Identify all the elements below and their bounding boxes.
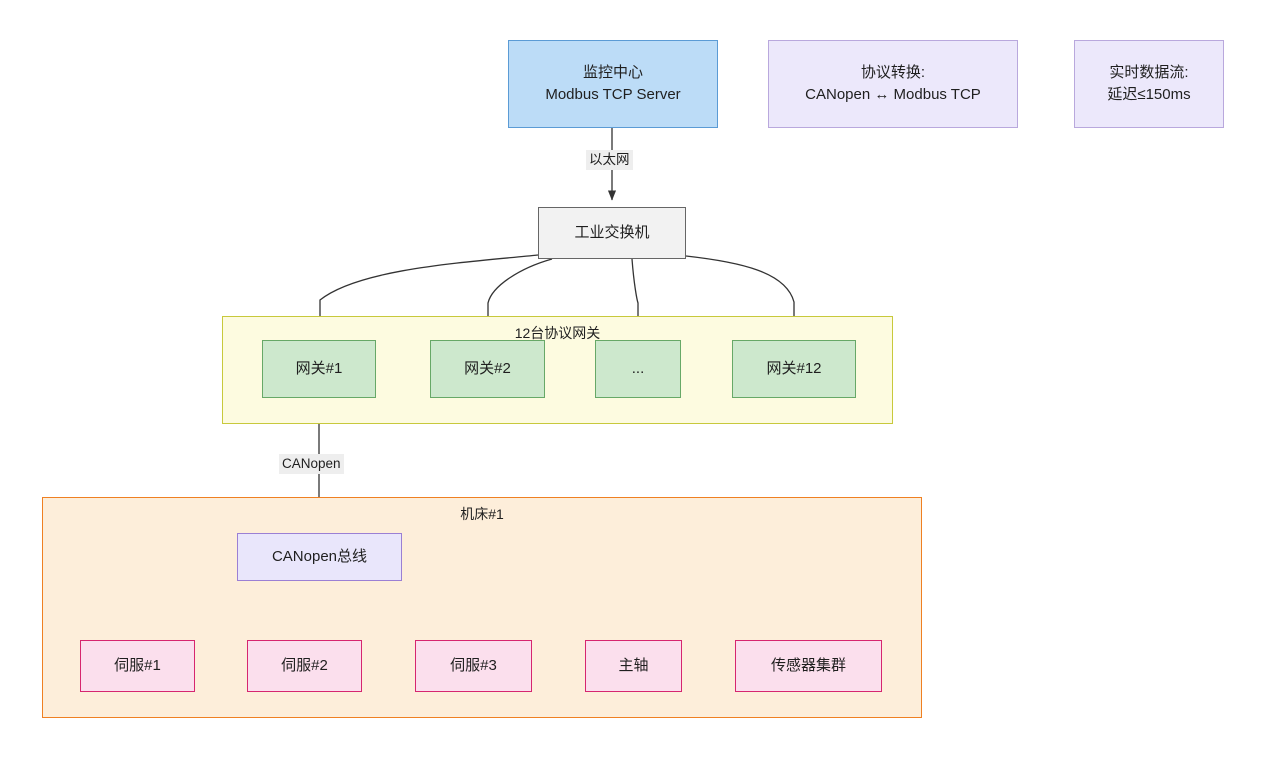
node-monitoring-center-line1: 监控中心 bbox=[582, 64, 643, 82]
node-servo-1[interactable]: 伺服#1 bbox=[80, 640, 195, 692]
node-spindle-label: 主轴 bbox=[618, 657, 649, 675]
node-canopen-bus-label: CANopen总线 bbox=[271, 548, 368, 566]
node-gateway-ellipsis-label: ... bbox=[631, 360, 645, 378]
node-canopen-bus[interactable]: CANopen总线 bbox=[237, 533, 402, 581]
node-sensor-cluster-label: 传感器集群 bbox=[770, 657, 846, 675]
node-servo-3[interactable]: 伺服#3 bbox=[415, 640, 532, 692]
node-servo-2[interactable]: 伺服#2 bbox=[247, 640, 362, 692]
node-gateway-1-label: 网关#1 bbox=[295, 360, 343, 378]
node-spindle[interactable]: 主轴 bbox=[585, 640, 682, 692]
node-gateway-2[interactable]: 网关#2 bbox=[430, 340, 545, 398]
node-sensor-cluster[interactable]: 传感器集群 bbox=[735, 640, 882, 692]
node-gateway-ellipsis[interactable]: ... bbox=[595, 340, 681, 398]
node-gateway-1[interactable]: 网关#1 bbox=[262, 340, 376, 398]
node-monitoring-center[interactable]: 监控中心 Modbus TCP Server bbox=[508, 40, 718, 128]
group-machine-tool-title: 机床#1 bbox=[460, 506, 504, 522]
note-realtime-dataflow-line2: 延迟≤150ms bbox=[1107, 86, 1191, 103]
edge-label-ethernet: 以太网 bbox=[586, 150, 633, 170]
note-realtime-dataflow-line1: 实时数据流: bbox=[1109, 64, 1189, 82]
node-gateway-12[interactable]: 网关#12 bbox=[732, 340, 856, 398]
node-gateway-2-label: 网关#2 bbox=[464, 360, 511, 378]
node-servo-2-label: 伺服#2 bbox=[281, 657, 328, 675]
node-servo-3-label: 伺服#3 bbox=[450, 657, 497, 675]
node-monitoring-center-line2: Modbus TCP Server bbox=[545, 86, 681, 103]
note-protocol-conversion-line2: CANopen ↔ Modbus TCP bbox=[805, 86, 981, 103]
note-protocol-conversion-line1: 协议转换: bbox=[860, 64, 926, 82]
node-servo-1-label: 伺服#1 bbox=[114, 657, 161, 675]
note-realtime-dataflow[interactable]: 实时数据流: 延迟≤150ms bbox=[1074, 40, 1224, 128]
note-protocol-conversion[interactable]: 协议转换: CANopen ↔ Modbus TCP bbox=[768, 40, 1018, 128]
edge-label-canopen: CANopen bbox=[279, 454, 344, 474]
node-industrial-switch[interactable]: 工业交换机 bbox=[538, 207, 686, 259]
node-gateway-12-label: 网关#12 bbox=[766, 360, 822, 378]
node-industrial-switch-label: 工业交换机 bbox=[574, 224, 650, 242]
